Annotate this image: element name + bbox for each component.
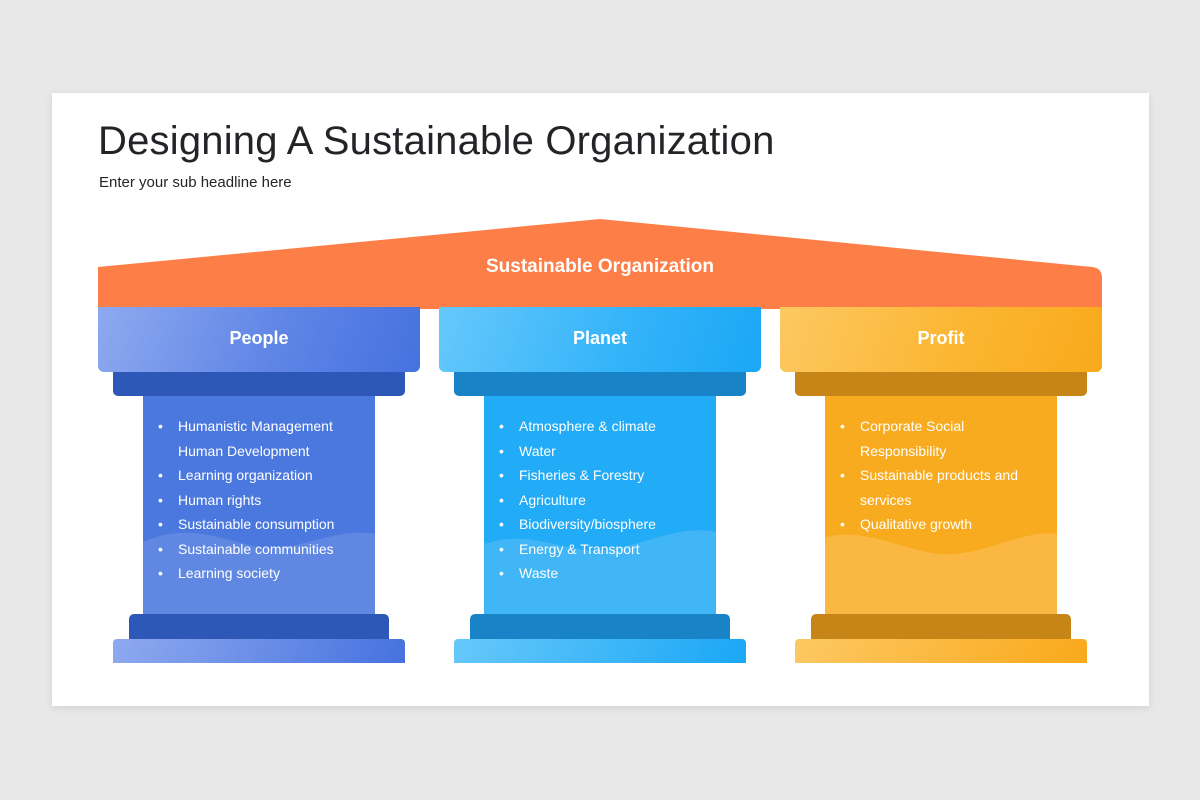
pillar-planet: Planet Atmosphere & climate Water Fisher… — [439, 307, 761, 663]
pillar-collar — [113, 372, 405, 396]
list-item: Atmosphere & climate — [499, 414, 709, 439]
list-item: Sustainable communities — [158, 537, 368, 562]
list-item: Humanistic Management — [158, 414, 368, 439]
list-item: Fisheries & Forestry — [499, 463, 709, 488]
pillar-profit: Profit Corporate Social Responsibility S… — [780, 307, 1102, 663]
roof-shape — [98, 219, 1102, 309]
list-item: Responsibility — [860, 442, 947, 459]
list-item: Energy & Transport — [499, 537, 709, 562]
list-item: Water — [499, 439, 709, 464]
pillar-collar — [454, 372, 746, 396]
pillar-shaft: Atmosphere & climate Water Fisheries & F… — [484, 396, 716, 614]
pillar-label: Profit — [917, 328, 965, 348]
pillar-shaft: Humanistic Management Human Development … — [143, 396, 375, 614]
pillar-plinth — [470, 614, 730, 639]
list-item: Corporate Social — [840, 414, 1050, 439]
pillar-label: People — [229, 328, 289, 348]
list-item: Qualitative growth — [840, 512, 1050, 537]
pillar-plinth — [129, 614, 389, 639]
list-item: Human rights — [158, 488, 368, 513]
slide: Designing A Sustainable Organization Ent… — [52, 93, 1149, 706]
pillar-item-list: Humanistic Management Human Development … — [158, 414, 368, 586]
roof-label: Sustainable Organization — [485, 256, 715, 277]
list-item: Human Development — [178, 442, 310, 459]
pillar-cap — [780, 307, 1102, 372]
list-item: Learning organization — [158, 463, 368, 488]
pillar-base — [113, 639, 405, 663]
pillar-label: Planet — [572, 328, 628, 348]
pillar-base — [795, 639, 1087, 663]
shaft-wave — [825, 533, 1057, 614]
list-item: Sustainable products and — [840, 463, 1050, 488]
list-item: Sustainable consumption — [158, 512, 368, 537]
pillar-cap — [439, 307, 761, 372]
page-title: Designing A Sustainable Organization — [98, 119, 775, 163]
list-item: services — [860, 491, 912, 508]
pillar-item-list: Atmosphere & climate Water Fisheries & F… — [499, 414, 709, 586]
list-item: Agriculture — [499, 488, 709, 513]
page-subtitle: Enter your sub headline here — [99, 174, 292, 191]
pillar-plinth — [811, 614, 1071, 639]
pillar-base — [454, 639, 746, 663]
pillar-cap — [98, 307, 420, 372]
pillar-people: People Humanistic Management Human Devel… — [98, 307, 420, 663]
pillar-collar — [795, 372, 1087, 396]
pillar-shaft: Corporate Social Responsibility Sustaina… — [825, 396, 1057, 614]
list-item: Waste — [499, 561, 709, 586]
pillar-item-list: Corporate Social Responsibility Sustaina… — [840, 414, 1050, 537]
roof-fill — [98, 219, 1102, 309]
list-item: Learning society — [158, 561, 368, 586]
list-item: Biodiversity/biosphere — [499, 512, 709, 537]
